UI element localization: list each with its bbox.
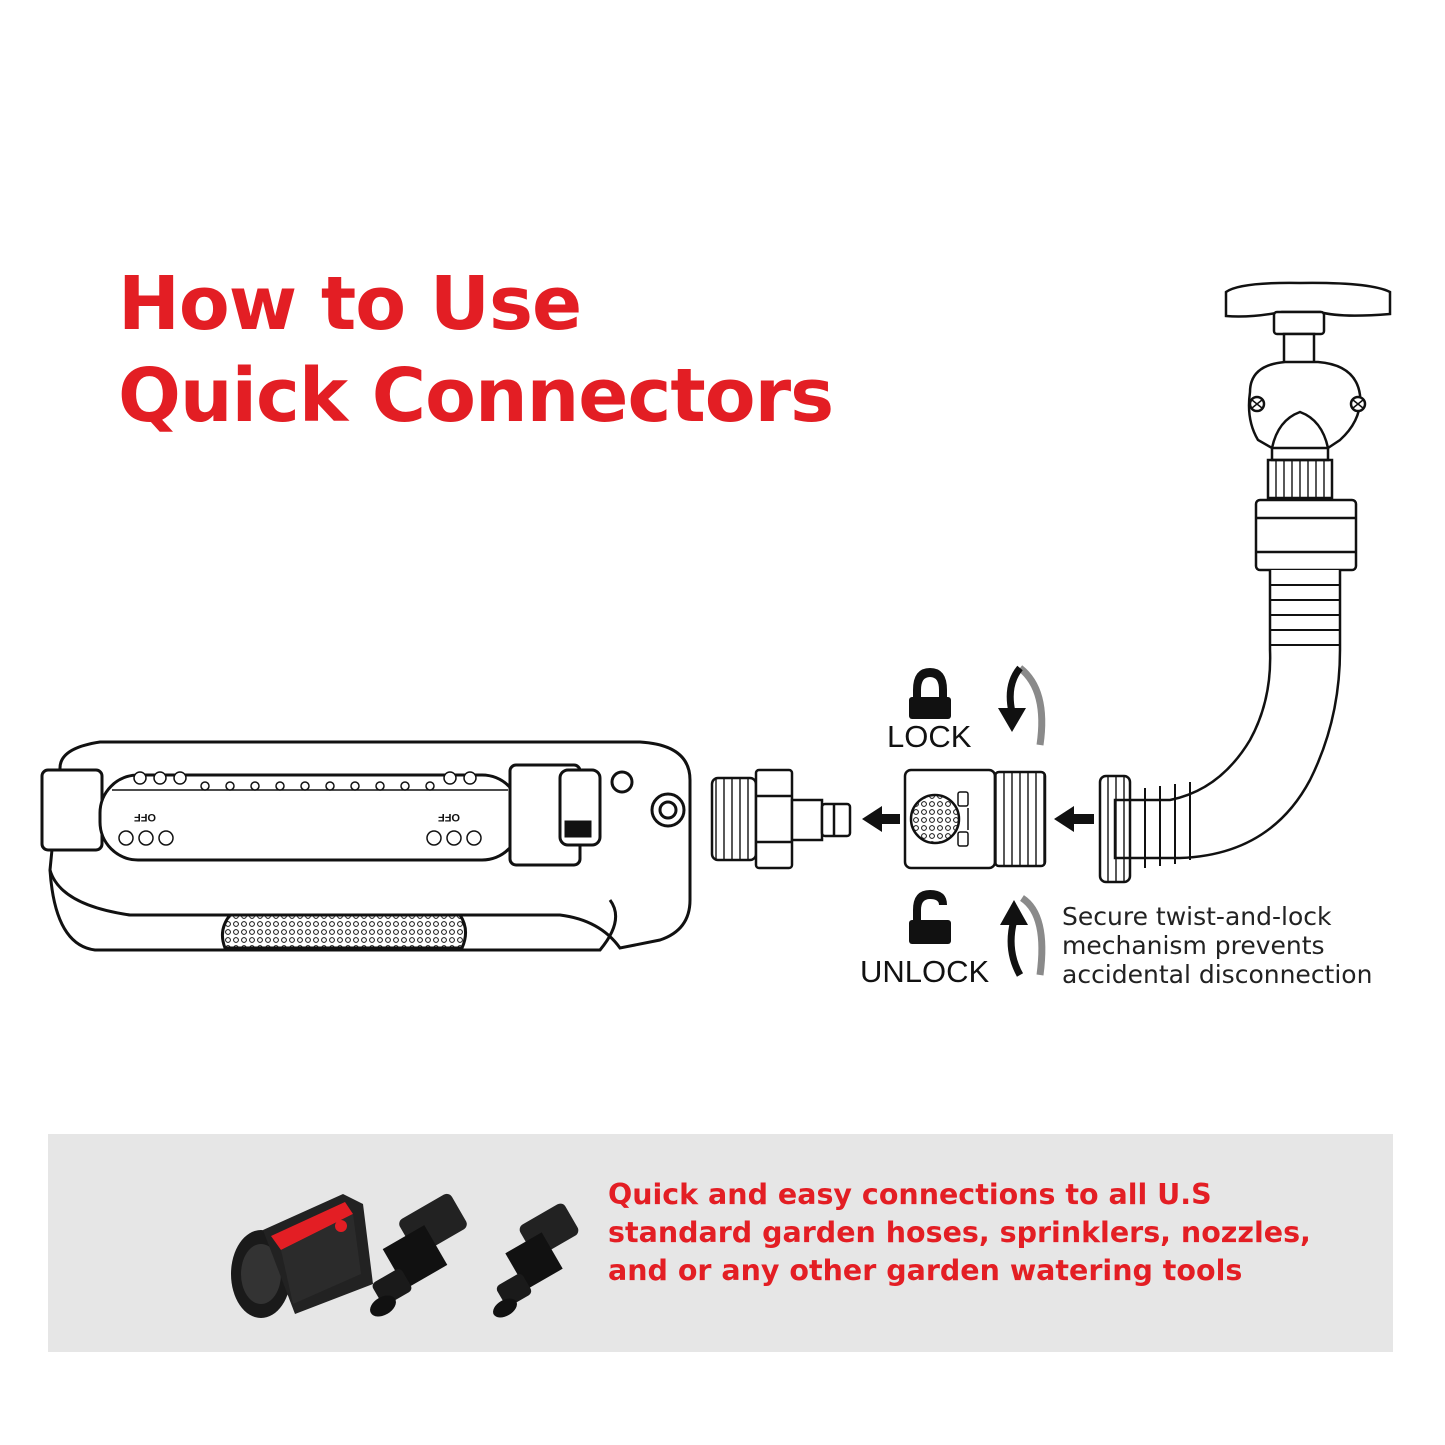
quick-connector-female xyxy=(903,768,1047,870)
note-line-1: Secure twist-and-lock xyxy=(1062,902,1332,931)
connector-set-image xyxy=(231,1193,579,1318)
garden-hose xyxy=(1098,498,1358,884)
product-male-adapter-small xyxy=(493,1203,579,1318)
title-line-1: How to Use xyxy=(118,261,582,347)
push-arrow-left xyxy=(862,806,900,832)
hose-coupling xyxy=(1254,498,1358,572)
title-line-2: Quick Connectors xyxy=(118,353,834,439)
panel-line-1: Quick and easy connections to all U.S xyxy=(608,1178,1212,1211)
compatibility-text: Quick and easy connections to all U.S st… xyxy=(608,1176,1311,1290)
sprinkler-off-label-right: OFF xyxy=(438,811,460,823)
sprinkler-grille xyxy=(220,913,467,950)
twist-arrow-unlock xyxy=(1000,895,1046,977)
page-title: How to Use Quick Connectors xyxy=(118,258,834,442)
lock-open-icon xyxy=(909,890,951,944)
connection-diagram: OFF OFF xyxy=(40,281,1392,977)
oscillating-sprinkler: OFF OFF xyxy=(40,740,692,952)
sprinkler-off-label-left: OFF xyxy=(134,811,156,823)
hose-male-thread xyxy=(1098,774,1132,884)
panel-line-3: and or any other garden watering tools xyxy=(608,1254,1243,1287)
compatibility-panel: Quick and easy connections to all U.S st… xyxy=(48,1134,1393,1352)
note-line-3: accidental disconnection xyxy=(1062,960,1373,989)
lock-closed-icon xyxy=(909,668,951,719)
connector-collar xyxy=(993,770,1047,868)
twist-arrow-lock xyxy=(998,665,1046,746)
lock-label: LOCK xyxy=(887,719,972,754)
push-arrow-right xyxy=(1054,806,1094,832)
faucet xyxy=(1224,281,1392,500)
unlock-label: UNLOCK xyxy=(860,954,990,989)
faucet-handle xyxy=(1224,281,1392,318)
note-line-2: mechanism prevents xyxy=(1062,931,1325,960)
twist-lock-note: Secure twist-and-lock mechanism prevents… xyxy=(1062,902,1432,989)
product-male-adapter-large xyxy=(370,1193,467,1317)
panel-line-2: standard garden hoses, sprinklers, nozzl… xyxy=(608,1216,1311,1249)
faucet-body xyxy=(1247,360,1362,451)
connector-grip xyxy=(909,793,961,845)
product-female-connector xyxy=(231,1194,373,1318)
male-adapter xyxy=(710,768,852,870)
